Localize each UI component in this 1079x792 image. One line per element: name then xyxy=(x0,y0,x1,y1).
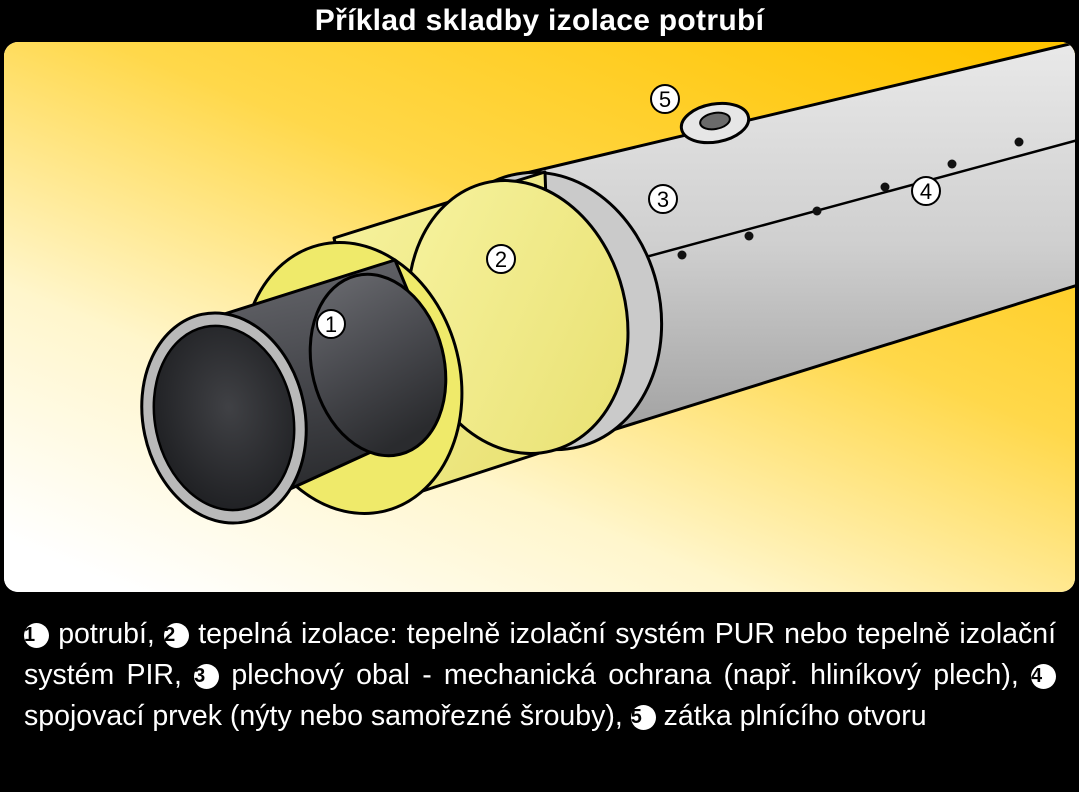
marker-1: 1 xyxy=(316,309,346,339)
marker-2-label: 2 xyxy=(495,247,507,272)
legend-text-4: spojovací prvek (nýty nebo samořezné šro… xyxy=(24,700,623,732)
steel-pipe xyxy=(140,258,448,525)
legend-number-4: 4 xyxy=(1031,664,1057,689)
legend-number-1: 1 xyxy=(24,623,49,648)
marker-4: 4 xyxy=(911,176,941,206)
filling-plug xyxy=(679,101,751,145)
marker-2: 2 xyxy=(486,244,516,274)
marker-4-label: 4 xyxy=(920,179,932,204)
legend-number-2: 2 xyxy=(164,623,190,648)
legend-text-3: plechový obal - mechanická ochrana (např… xyxy=(231,659,1019,691)
legend-text-2: tepelná izolace: tepelně izolační systém… xyxy=(24,618,1057,691)
marker-1-label: 1 xyxy=(325,312,337,337)
legend-text-1: potrubí, xyxy=(58,618,155,650)
legend-caption: 1 potrubí, 2 tepelná izolace: tepelně iz… xyxy=(24,614,1056,737)
marker-3-label: 3 xyxy=(657,187,669,212)
marker-5-label: 5 xyxy=(659,87,671,112)
pipe-illustration: 1 2 3 4 5 xyxy=(4,42,1075,592)
marker-5: 5 xyxy=(650,84,680,114)
marker-3: 3 xyxy=(648,184,678,214)
legend-text-5: zátka plnícího otvoru xyxy=(663,700,927,732)
legend-number-3: 3 xyxy=(194,664,220,689)
diagram-title: Příklad skladby izolace potrubí xyxy=(314,4,765,37)
illustration-panel: 1 2 3 4 5 xyxy=(4,42,1075,592)
rivets xyxy=(677,137,1024,260)
legend-number-5: 5 xyxy=(630,705,656,730)
